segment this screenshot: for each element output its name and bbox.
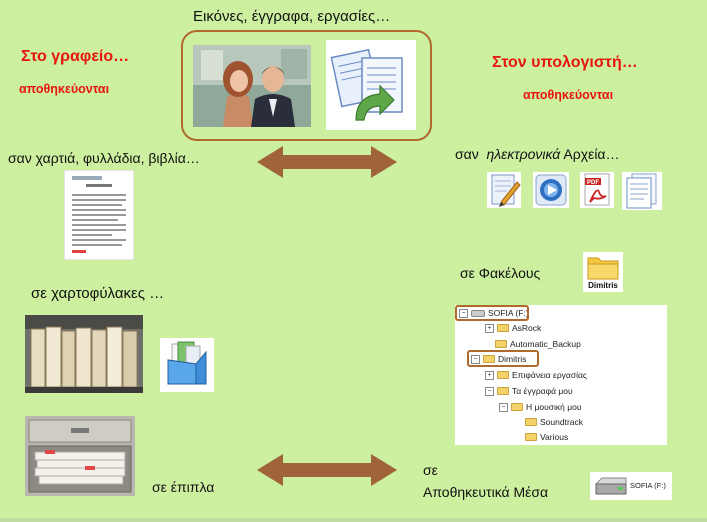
collapse-icon[interactable]: − — [485, 386, 494, 396]
dimitris-highlight — [467, 350, 539, 367]
tree-item-label: Τα έγγραφά μου — [512, 386, 573, 396]
tree-item-label: Automatic_Backup — [510, 339, 581, 349]
left-title: Στο γραφείο… — [21, 48, 130, 65]
media-player-icon — [533, 172, 569, 213]
folder-tree: − SOFIA (F:) + AsRock Automatic_Backup − Di… — [455, 305, 667, 445]
folder-icon — [497, 371, 509, 379]
folder-icon — [495, 340, 507, 348]
folder-icon — [525, 433, 537, 441]
furniture-text: σε έπιπλα — [152, 479, 215, 495]
tree-item-drive[interactable]: − SOFIA (F:) — [459, 307, 529, 319]
collapse-icon[interactable]: − — [499, 402, 508, 412]
briefcases-text: σε χαρτοφύλακες … — [31, 285, 165, 302]
folder-icon — [525, 418, 537, 426]
folders-text: σε Φακέλους — [460, 265, 541, 281]
electronic-files-text: σαν ηλεκτρονικά Αρχεία… — [455, 146, 620, 162]
tree-item-label: AsRock — [512, 323, 542, 333]
papers-text: σαν χαρτιά, φυλλάδια, βιβλία… — [8, 150, 200, 166]
tree-item-label: Soundtrack — [540, 417, 583, 427]
double-arrow-bottom — [257, 454, 397, 486]
media-text-line2: Αποθηκευτικά Μέσα — [423, 484, 549, 500]
folder-icon — [497, 387, 509, 395]
folder-label: Dimitris — [588, 281, 618, 290]
write-document-icon — [487, 172, 521, 213]
tree-item-various[interactable]: Various — [525, 431, 568, 443]
drive-icon — [471, 309, 485, 317]
right-title: Στον υπολογιστή… — [492, 54, 638, 71]
file-cabinet-photo — [25, 416, 135, 496]
tree-item-label: Επιφάνεια εργασίας — [512, 370, 587, 380]
expand-icon[interactable]: + — [485, 323, 494, 333]
svg-text:PDF: PDF — [587, 180, 599, 186]
tree-item-automatic-backup[interactable]: Automatic_Backup — [495, 338, 581, 350]
pdf-icon: PDF — [580, 172, 614, 213]
collapse-icon[interactable]: − — [471, 354, 480, 364]
files-italic: ηλεκτρονικά — [486, 146, 561, 162]
tree-item-desktop[interactable]: + Επιφάνεια εργασίας — [485, 369, 587, 381]
drive-highlight — [455, 305, 529, 321]
media-text-line1: σε — [423, 462, 438, 478]
tree-item-my-music[interactable]: − Η μουσική μου — [499, 401, 582, 413]
header-text: Εικόνες, έγγραφα, εργασίες… — [193, 8, 391, 25]
folder-icon — [497, 324, 509, 332]
tree-item-my-documents[interactable]: − Τα έγγραφά μου — [485, 385, 573, 397]
magazine-file-icon — [160, 338, 214, 392]
folder-icon: Dimitris — [583, 252, 623, 292]
right-subtitle: αποθηκεύονται — [523, 88, 614, 102]
tree-item-soundtrack[interactable]: Soundtrack — [525, 416, 583, 428]
text-file-icon — [622, 172, 662, 215]
files-suffix: Αρχεία… — [563, 146, 620, 162]
expand-icon[interactable]: + — [485, 370, 494, 380]
tree-item-label: Various — [540, 432, 569, 442]
files-prefix: σαν — [455, 146, 479, 162]
binders-photo — [25, 315, 143, 393]
folder-icon — [511, 403, 523, 411]
bottom-strip — [0, 518, 707, 522]
tree-item-asrock[interactable]: + AsRock — [485, 322, 541, 334]
tree-item-label: Dimitris — [498, 354, 527, 364]
paper-document-icon — [63, 169, 135, 261]
folder-icon — [483, 355, 495, 363]
tree-item-dimitris[interactable]: − Dimitris — [471, 353, 526, 365]
couple-photo — [193, 45, 311, 127]
tree-item-label: Η μουσική μου — [526, 402, 582, 412]
double-arrow-top — [257, 146, 397, 178]
drive-label: SOFIA (F:) — [630, 481, 666, 490]
tree-item-label: SOFIA (F:) — [488, 308, 529, 318]
documents-refresh-icon — [326, 40, 416, 130]
collapse-icon[interactable]: − — [459, 308, 468, 318]
removable-drive-icon: SOFIA (F:) — [590, 472, 672, 500]
left-subtitle: αποθηκεύονται — [19, 82, 110, 96]
top-image-frame — [181, 30, 432, 141]
